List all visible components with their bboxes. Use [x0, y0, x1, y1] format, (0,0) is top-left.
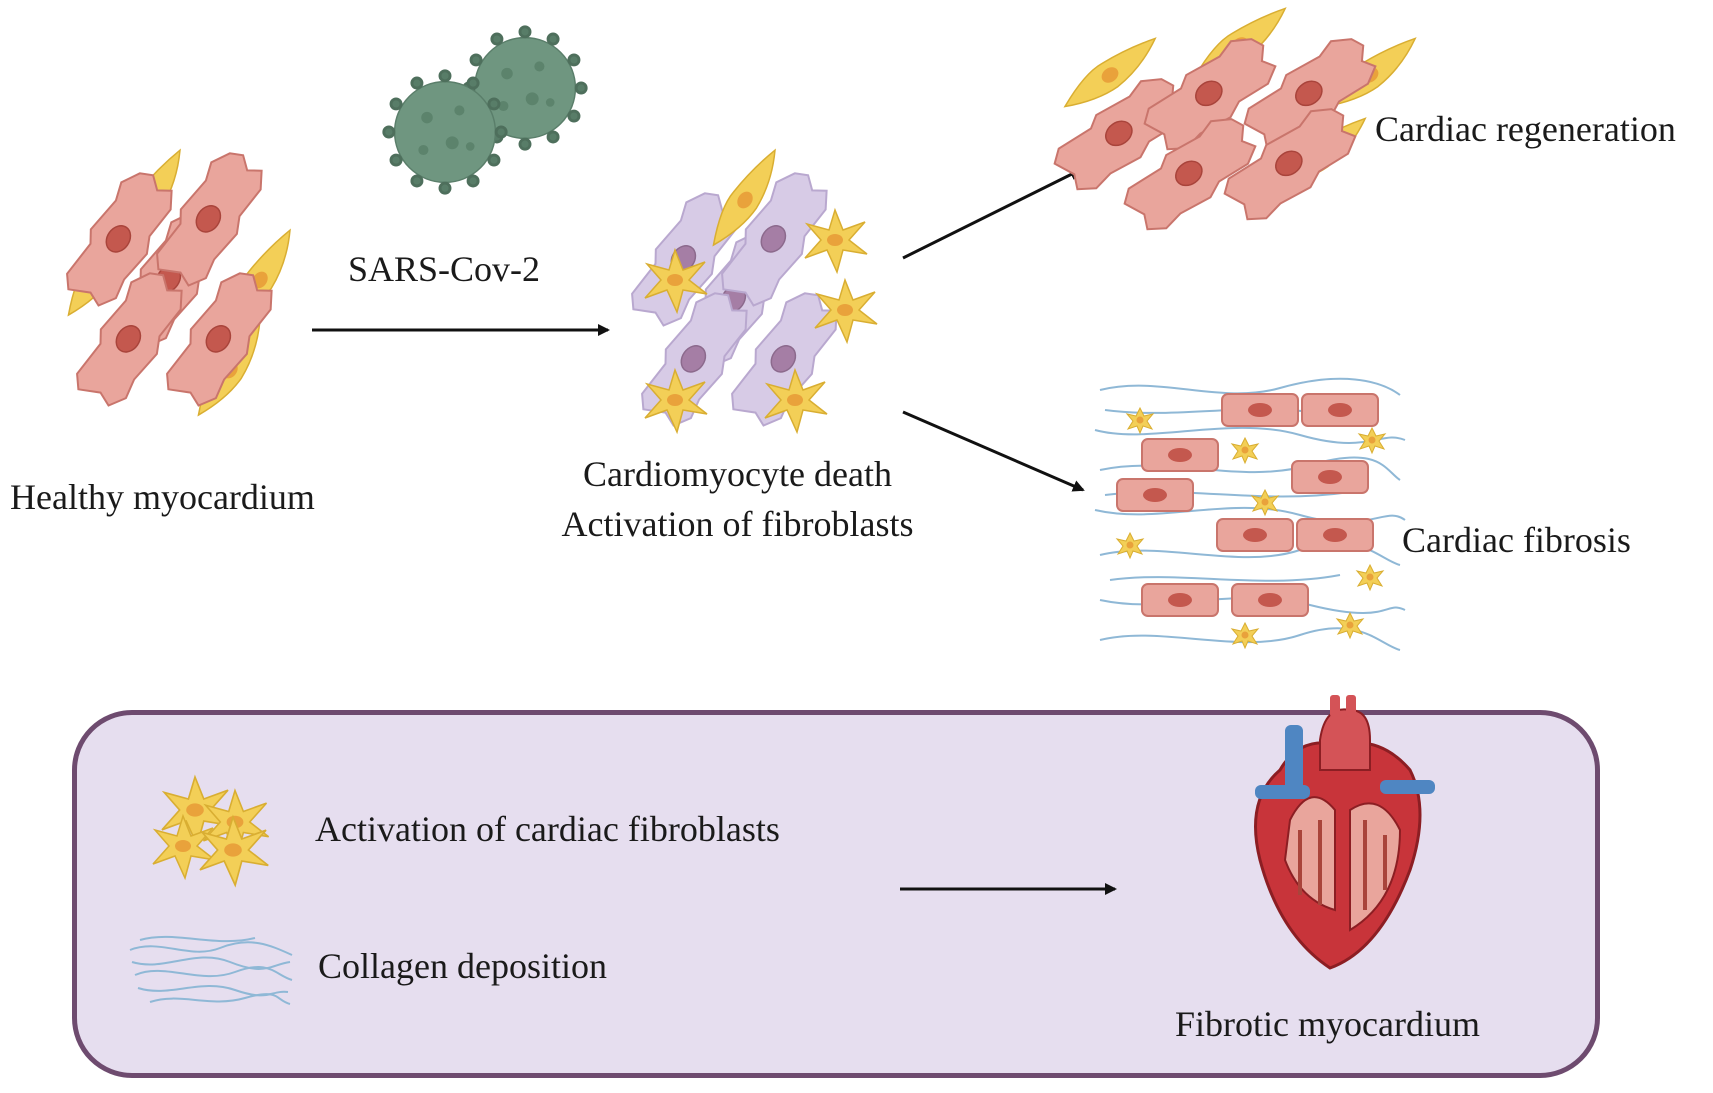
- arrow-to-regeneration: [902, 168, 1082, 260]
- healthy-myocardium-illustration: [52, 141, 306, 424]
- legend-collagen-label: Collagen deposition: [318, 946, 607, 986]
- regeneration-illustration: [1043, 0, 1427, 241]
- fibrosis-illustration: [1094, 377, 1406, 651]
- healthy-myocardium-label: Healthy myocardium: [10, 477, 315, 517]
- fibrotic-heart-icon: [1254, 695, 1435, 970]
- cardiac-fibrosis-label: Cardiac fibrosis: [1402, 520, 1631, 560]
- legend-fibroblasts-label: Activation of cardiac fibroblasts: [315, 809, 780, 849]
- cardiac-regeneration-label: Cardiac regeneration: [1375, 109, 1676, 149]
- collagen-icon: [129, 935, 293, 1005]
- virus-label: SARS-Cov-2: [348, 249, 541, 289]
- fibroblast-activation-label: Activation of fibroblasts: [561, 504, 914, 544]
- fibrotic-myocardium-label: Fibrotic myocardium: [1175, 1004, 1480, 1044]
- activated-fibroblasts-icon: [152, 776, 270, 887]
- arrow-to-fibrosis: [902, 410, 1085, 492]
- cardiomyocyte-death-label: Cardiomyocyte death: [583, 454, 892, 494]
- injured-myocardium-illustration: [617, 143, 878, 436]
- virus-illustration: [382, 25, 588, 195]
